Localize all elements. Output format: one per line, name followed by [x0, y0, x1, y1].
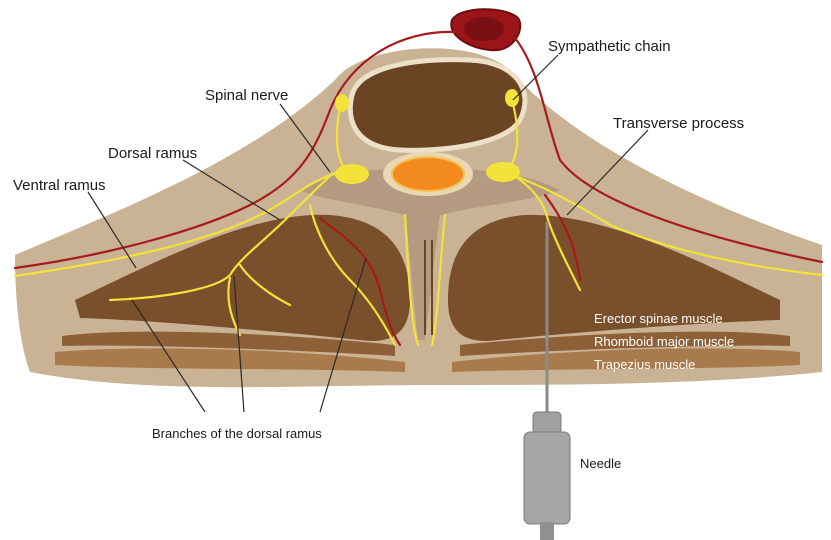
- needle-plunger: [540, 522, 554, 540]
- sympathetic-ganglion-right: [505, 89, 519, 107]
- label-dorsal-ramus: Dorsal ramus: [108, 145, 197, 162]
- label-rhomboid-major: Rhomboid major muscle: [594, 334, 734, 349]
- aorta-lumen: [464, 17, 504, 41]
- sympathetic-ganglion-left: [335, 94, 349, 112]
- label-sympathetic-chain: Sympathetic chain: [548, 38, 671, 55]
- dorsal-root-ganglion-left: [335, 164, 369, 184]
- label-needle: Needle: [580, 456, 621, 471]
- vertebral-body: [350, 60, 525, 151]
- label-trapezius: Trapezius muscle: [594, 357, 695, 372]
- needle-hub: [533, 412, 561, 434]
- spinal-cord: [392, 157, 464, 191]
- label-transverse-process: Transverse process: [613, 115, 744, 132]
- label-ventral-ramus: Ventral ramus: [13, 177, 106, 194]
- label-branches-dorsal-ramus: Branches of the dorsal ramus: [152, 426, 322, 441]
- label-erector-spinae: Erector spinae muscle: [594, 311, 723, 326]
- needle-syringe: [524, 432, 570, 524]
- label-spinal-nerve: Spinal nerve: [205, 87, 288, 104]
- leader-sympathetic-chain: [513, 55, 558, 100]
- dorsal-root-ganglion-right: [486, 162, 520, 182]
